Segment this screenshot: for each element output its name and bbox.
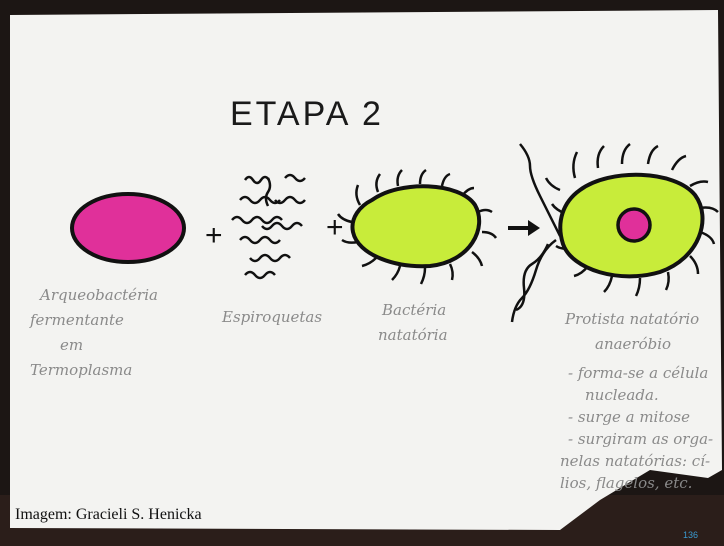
page-number: 136 bbox=[682, 530, 698, 540]
bacterium-label: Bactéria natatória bbox=[378, 301, 448, 344]
svg-text:Protista natatório: Protista natatório bbox=[564, 310, 699, 328]
paper-sheet bbox=[10, 10, 722, 530]
svg-text:- forma-se a célula: - forma-se a célula bbox=[568, 364, 708, 382]
svg-text:nucleada.: nucleada. bbox=[585, 386, 659, 404]
svg-text:Bactéria: Bactéria bbox=[381, 301, 446, 319]
svg-text:natatória: natatória bbox=[378, 326, 448, 344]
svg-text:- surge a mitose: - surge a mitose bbox=[568, 408, 690, 426]
svg-text:lios, flagelos, etc.: lios, flagelos, etc. bbox=[560, 474, 692, 492]
svg-text:Termoplasma: Termoplasma bbox=[30, 361, 132, 379]
svg-text:fermentante: fermentante bbox=[29, 311, 124, 329]
svg-text:em: em bbox=[60, 336, 83, 354]
svg-text:anaeróbio: anaeróbio bbox=[595, 335, 671, 353]
diagram-title: ETAPA 2 bbox=[230, 95, 384, 133]
image-credit: Imagem: Gracieli S. Henicka bbox=[15, 506, 202, 523]
spirochetes-label: Espiroquetas bbox=[221, 308, 322, 326]
protist-notes: - forma-se a célula nucleada. - surge a … bbox=[560, 364, 713, 492]
svg-text:nelas natatórias: cí-: nelas natatórias: cí- bbox=[560, 452, 710, 470]
bacterium-cell bbox=[336, 168, 498, 285]
archaea-label: Arqueobactéria fermentante em Termoplasm… bbox=[29, 286, 158, 379]
arrow-icon bbox=[508, 220, 540, 236]
protist-label: Protista natatório anaeróbio bbox=[564, 310, 699, 353]
nucleus bbox=[616, 207, 652, 243]
svg-text:- surgiram as orga-: - surgiram as orga- bbox=[568, 430, 713, 448]
svg-text:Espiroquetas: Espiroquetas bbox=[221, 308, 322, 326]
spirochetes-squiggles bbox=[231, 173, 306, 280]
archaea-cell bbox=[70, 192, 186, 264]
protist-cell bbox=[510, 143, 719, 323]
svg-text:Arqueobactéria: Arqueobactéria bbox=[38, 286, 158, 304]
plus-sign-2: + bbox=[326, 211, 344, 244]
plus-sign-1: + bbox=[205, 219, 223, 252]
